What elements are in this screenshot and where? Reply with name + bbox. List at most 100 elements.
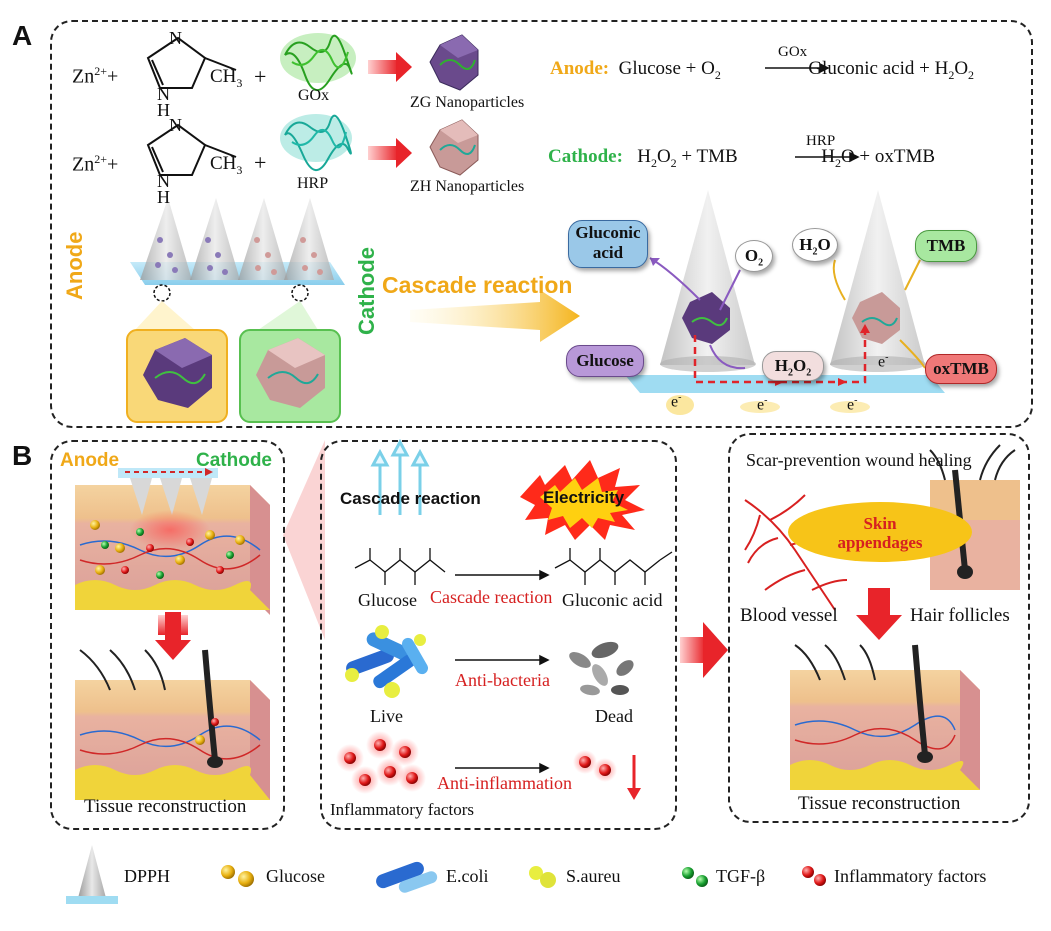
glucose-pill: Glucose <box>566 345 644 377</box>
reaction-arrow-glucose <box>455 569 550 581</box>
panel-a-frame <box>50 20 1033 428</box>
anode-equation: Anode: Glucose + O2 Gluconic acid + H2O2 <box>550 58 975 82</box>
arrow-to-zh <box>368 138 412 168</box>
anode-side-label: Anode <box>62 231 87 300</box>
panel-b-right-frame <box>728 433 1030 823</box>
b-glucose-label: Glucose <box>358 590 417 610</box>
legend-saureu: S.aureu <box>566 866 621 886</box>
legend-ecoli-icon <box>376 861 438 893</box>
legend-inflam-icon <box>802 866 826 886</box>
zoom-cone <box>283 440 325 640</box>
row1-plus: + <box>254 64 267 89</box>
b-dead-label: Dead <box>595 706 633 726</box>
electricity-burst <box>520 460 645 540</box>
b-right-caption: Tissue reconstruction <box>798 793 961 814</box>
gox-protein-icon <box>280 33 356 91</box>
b-cascade-red: Cascade reaction <box>430 587 553 607</box>
zg-label: ZG Nanoparticles <box>410 94 525 111</box>
hrp-reaction-arrow <box>795 151 860 163</box>
cascade-arrow <box>410 290 580 342</box>
electron-3: e- <box>847 395 858 414</box>
legend-saureu-icon <box>529 866 556 888</box>
b-live-label: Live <box>370 706 403 726</box>
skin-diagram-right <box>790 644 980 790</box>
gox-reaction-arrow <box>765 62 830 74</box>
zh-label: ZH Nanoparticles <box>410 178 525 195</box>
zg-nanoparticle-icon <box>429 34 479 91</box>
legend-dpph: DPPH <box>124 866 171 886</box>
row2-zn: Zn2++ <box>72 152 119 176</box>
b-anti-inflammation: Anti-inflammation <box>437 773 572 793</box>
imidazole-structure-2 <box>146 123 237 176</box>
imidazole-structure-1 <box>146 36 237 89</box>
hrp-catalyst: HRP <box>806 133 836 149</box>
b-blood-vessel: Blood vessel <box>740 605 838 626</box>
hrp-label: HRP <box>297 175 329 192</box>
panel-b-left-frame <box>50 440 285 830</box>
electron-1: e- <box>671 392 682 411</box>
tmb-pill: TMB <box>915 230 977 262</box>
row1-zn: Zn2++ <box>72 64 119 88</box>
panel-b-label: B <box>12 440 33 471</box>
b-right-title: Scar-prevention wound healing <box>746 450 972 470</box>
cathode-side-label: Cathode <box>354 247 379 335</box>
skin-appendages-bubble <box>788 502 972 562</box>
b-electricity-label: Electricity <box>543 488 625 507</box>
bacteria-live-icon <box>345 625 428 698</box>
electron-4: e- <box>878 352 889 371</box>
panel-b-middle-frame <box>320 440 677 830</box>
gluconic-structure <box>554 548 673 585</box>
arrow-to-right-panel <box>680 622 728 678</box>
cascade-up-arrows <box>370 438 430 515</box>
row2-methyl: CH3 <box>210 153 243 177</box>
legend-tgf: TGF-β <box>716 866 766 886</box>
b-cathode-label: Cathode <box>196 450 272 471</box>
inflammatory-cluster <box>336 731 426 794</box>
row2-n: N <box>169 115 182 135</box>
gox-catalyst: GOx <box>778 44 808 60</box>
arrow-to-zg <box>368 52 412 82</box>
b-left-caption: Tissue reconstruction <box>84 796 247 817</box>
gluconic-pill: Gluconic acid <box>568 220 648 268</box>
b-skin-appendages: Skin appendages <box>837 514 923 552</box>
cascade-mechanism <box>625 190 945 415</box>
legend-tgf-icon <box>682 867 708 887</box>
cascade-reaction-label: Cascade reaction <box>382 272 573 298</box>
legend-glucose-icon <box>221 865 254 887</box>
legend-inflam: Inflammatory factors <box>834 866 987 886</box>
bacteria-dead-icon <box>569 641 634 696</box>
b-cascade-label: Cascade reaction <box>340 489 481 508</box>
cathode-equation: Cathode: H2O2 + TMB H2O + oxTMB <box>548 146 936 170</box>
h2o2-pill: H2O2 <box>762 351 824 381</box>
skin-diagram-bottom <box>75 649 270 800</box>
oxtmb-pill: oxTMB <box>925 354 997 384</box>
b-inflammatory-label: Inflammatory factors <box>330 800 474 819</box>
skin-diagram-top <box>75 468 270 615</box>
zh-nanoparticle-icon <box>429 119 479 176</box>
reaction-arrow-inflammation <box>455 762 550 774</box>
row1-n: N <box>169 28 182 48</box>
microneedle-patch <box>130 198 345 330</box>
reaction-arrow-bacteria <box>455 654 550 666</box>
legend-dpph-icon <box>66 845 118 904</box>
legend-glucose: Glucose <box>266 866 325 886</box>
row2-plus: + <box>254 150 267 175</box>
panel-a-label: A <box>12 20 33 51</box>
h2o-pill: H2O <box>792 228 838 262</box>
b-gluconic-label: Gluconic acid <box>562 590 663 610</box>
row1-methyl: CH3 <box>210 66 243 90</box>
b-hair-follicles: Hair follicles <box>910 605 1010 626</box>
glucose-structure <box>354 548 446 585</box>
b-anode-label: Anode <box>60 450 120 471</box>
inflammatory-reduced <box>573 750 641 800</box>
cathode-zoom-box <box>239 329 341 423</box>
row2-nh: N H <box>157 171 170 207</box>
anode-zoom-box <box>126 329 228 423</box>
b-anti-bacteria: Anti-bacteria <box>455 670 550 690</box>
row1-nh: N H <box>157 84 170 120</box>
legend-ecoli: E.coli <box>446 866 489 886</box>
electron-2: e- <box>757 395 768 414</box>
hrp-protein-icon <box>280 114 352 171</box>
gox-label: GOx <box>298 87 330 104</box>
